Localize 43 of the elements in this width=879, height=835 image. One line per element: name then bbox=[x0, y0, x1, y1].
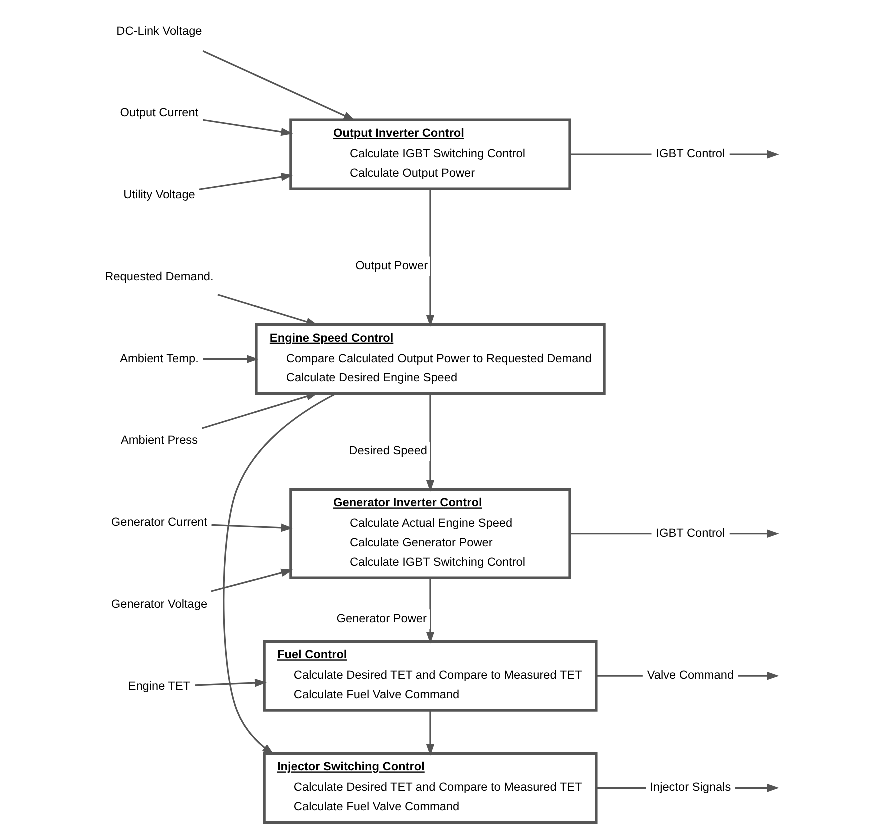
arrow bbox=[218, 294, 318, 326]
arrow bbox=[211, 568, 294, 592]
connector bbox=[596, 675, 643, 677]
node-text: Injector Signals bbox=[650, 780, 732, 794]
arrow bbox=[223, 393, 336, 756]
node-text: Ambient Temp. bbox=[120, 351, 199, 366]
arrow bbox=[202, 50, 356, 121]
connector bbox=[570, 533, 652, 535]
node-text: Valve Command bbox=[647, 668, 734, 682]
node-box: Engine Speed Control Compare Calculated Output Power to Requested Demand Calculate Desired Engine Speed bbox=[255, 323, 606, 396]
arrow bbox=[212, 524, 294, 532]
arrow bbox=[202, 392, 318, 430]
node-text: Utility Voltage bbox=[124, 188, 196, 202]
arrow bbox=[199, 173, 294, 190]
node-box: Injector Switching Control Calculate Desired TET and Compare to Measured TET Calculate Fuel Valve Command bbox=[263, 752, 598, 824]
edge-label: Output Power bbox=[356, 258, 428, 272]
node-box: Fuel Control Calculate Desired TET and Compare to Measured TET Calculate Fuel Valve Command bbox=[263, 640, 598, 712]
node-text: IGBT Control bbox=[656, 526, 726, 540]
node-text: Output Current bbox=[120, 106, 199, 120]
arrow bbox=[203, 355, 259, 364]
edge-label: Generator Power bbox=[336, 611, 427, 626]
arrow bbox=[426, 710, 435, 756]
node-text: Ambient Press bbox=[120, 433, 198, 448]
connector bbox=[596, 787, 646, 789]
edge-label: Desired Speed bbox=[349, 444, 428, 458]
node-text: Engine TET bbox=[128, 678, 191, 693]
arrow bbox=[730, 150, 780, 159]
node-text: IGBT Control bbox=[656, 146, 726, 161]
node-text: Generator Current bbox=[111, 515, 208, 530]
arrow bbox=[426, 578, 435, 644]
arrow bbox=[730, 530, 780, 538]
arrow bbox=[195, 678, 267, 688]
node-box: Output Inverter Control Calculate IGBT Switching Control Calculate Output Power bbox=[290, 118, 572, 190]
arrow bbox=[426, 189, 435, 327]
node-text: Requested Demand. bbox=[105, 269, 214, 284]
node-box: Generator Inverter Control Calculate Actual Engine Speed Calculate Generator Power Calculate IGBT Switching Control bbox=[290, 488, 572, 580]
node-text: DC-Link Voltage bbox=[116, 24, 202, 38]
arrow bbox=[735, 784, 780, 792]
arrow bbox=[426, 394, 435, 492]
node-text: Generator Voltage bbox=[111, 597, 208, 612]
arrow bbox=[203, 119, 294, 136]
connector bbox=[570, 154, 652, 156]
arrow bbox=[738, 672, 780, 680]
